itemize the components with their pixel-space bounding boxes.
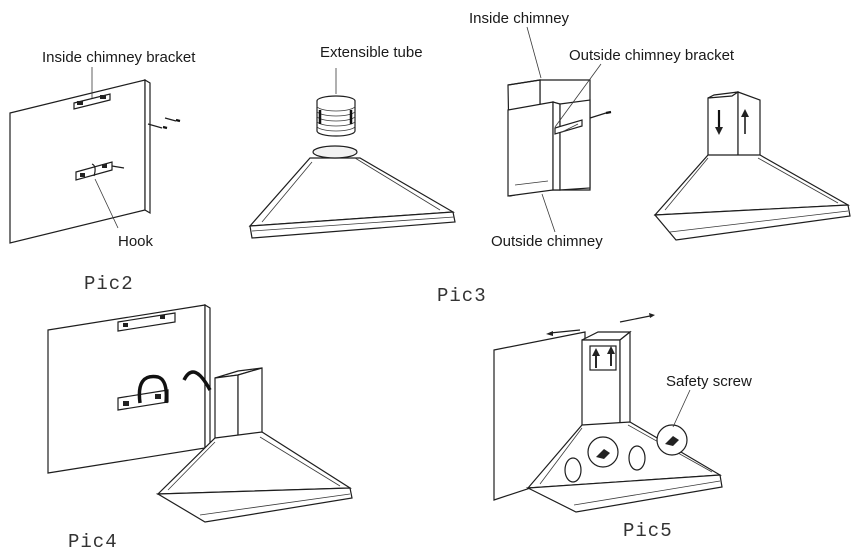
pic2-wall-illustration (9, 67, 181, 244)
outside-chimney-bracket-label: Outside chimney bracket (569, 47, 735, 64)
inside-chimney-label: Inside chimney (469, 10, 570, 27)
extensible-tube-label: Extensible tube (320, 44, 423, 61)
pic5-illustration (493, 313, 723, 513)
outside-chimney-label: Outside chimney (491, 233, 603, 250)
pic4-illustration (47, 303, 353, 523)
inside-chimney-bracket-label: Inside chimney bracket (42, 49, 196, 66)
pic2-caption: Pic2 (84, 273, 134, 295)
pic3-caption: Pic3 (437, 285, 487, 307)
safety-screw-label: Safety screw (666, 373, 752, 390)
pic3-chimney-parts (507, 26, 612, 233)
hood-with-chimney (653, 91, 851, 241)
extensible-tube-part (316, 95, 356, 137)
pic5-caption: Pic5 (623, 520, 673, 542)
hook-bracket-part (75, 161, 113, 181)
hook-label: Hook (118, 233, 154, 250)
pic4-caption: Pic4 (68, 531, 118, 551)
hood-with-extensible-tube (248, 68, 456, 239)
inside-chimney-bracket-part (73, 93, 111, 110)
